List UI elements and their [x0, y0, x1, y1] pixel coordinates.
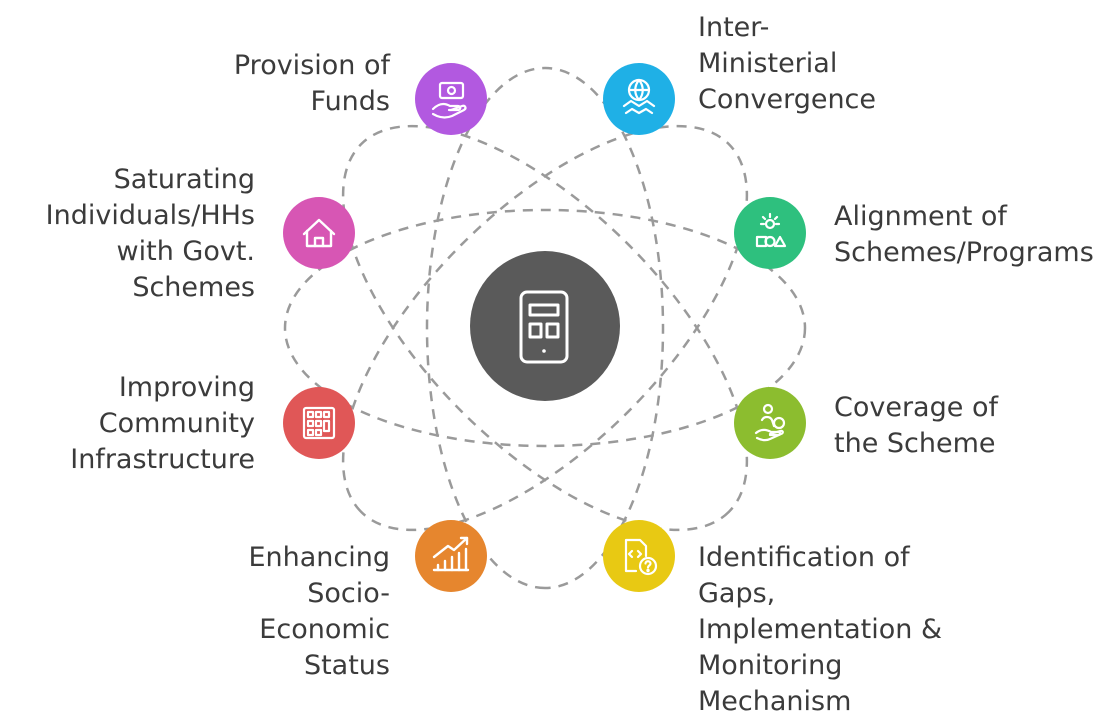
buildings-icon — [302, 406, 336, 440]
node-provision-of-funds — [415, 63, 487, 135]
label-saturating-individuals: Saturating Individuals/HHs with Govt. Sc… — [45, 164, 255, 303]
hand-care-icon — [754, 403, 786, 442]
orbit-ellipse — [341, 124, 749, 532]
node-saturating-individuals — [283, 197, 355, 269]
node-circle — [283, 197, 355, 269]
node-circle — [283, 387, 355, 459]
node-coverage-of-scheme — [734, 387, 806, 459]
center-node — [470, 251, 620, 401]
handshake-globe-icon — [622, 78, 656, 115]
tablet-icon — [519, 290, 569, 364]
label-inter-ministerial-convergence: Inter- Ministerial Convergence — [698, 12, 877, 115]
label-identification-of-gaps: Identification of Gaps, Implementation &… — [698, 542, 943, 717]
node-circle — [734, 197, 806, 269]
house-icon — [302, 218, 336, 248]
document-question-icon — [624, 538, 658, 576]
node-improving-community-infrastructure — [283, 387, 355, 459]
label-improving-community-infrastructure: Improving Community Infrastructure — [70, 372, 255, 475]
node-enhancing-socio-economic-status — [415, 520, 487, 592]
shapes-align-icon — [755, 212, 787, 248]
growth-chart-icon — [432, 536, 470, 572]
node-inter-ministerial-convergence — [603, 63, 675, 135]
center-circle — [470, 251, 620, 401]
label-alignment-of-schemes: Alignment of Schemes/Programs — [834, 201, 1094, 268]
label-enhancing-socio-economic-status: Enhancing Socio- Economic Status — [248, 542, 390, 681]
node-circle — [734, 387, 806, 459]
node-identification-of-gaps — [603, 520, 675, 592]
orbit-ellipse — [425, 66, 665, 590]
orbit-ellipse — [283, 208, 807, 448]
label-provision-of-funds: Provision of Funds — [233, 50, 390, 117]
node-circle — [415, 520, 487, 592]
hand-money-icon — [431, 81, 467, 119]
label-coverage-of-scheme: Coverage of the Scheme — [834, 392, 998, 459]
orbit-ellipse — [341, 124, 749, 532]
node-alignment-of-schemes — [734, 197, 806, 269]
